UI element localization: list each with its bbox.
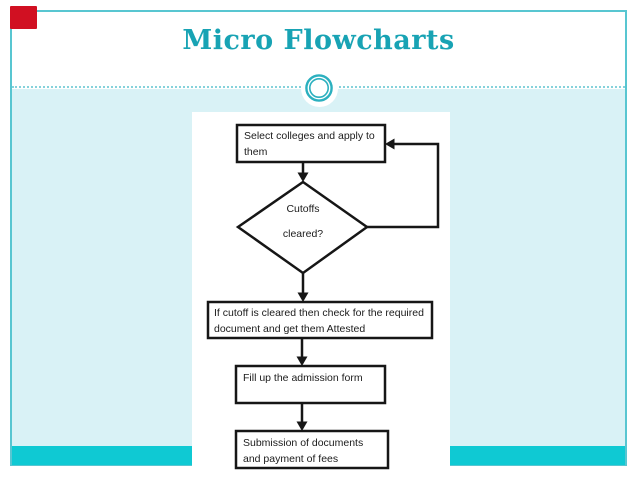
arrowhead-down-2 [297,292,309,302]
node4-label: Submission of documents and payment of f… [243,437,364,466]
node1-label: Select colleges and apply to them [244,130,375,159]
flow-loopback-line [367,142,440,229]
ring-ornament-icon [305,74,333,102]
slide-title: Micro Flowcharts [182,25,455,56]
process-box-select-colleges [235,123,387,164]
decision-label-line1: Cutoffs [286,203,320,215]
red-corner-marker [10,6,37,29]
flowchart-canvas [206,123,440,470]
process-box-submission [234,429,390,470]
node2-label: If cutoff is cleared then check for the … [214,307,424,336]
arrowhead-down-1 [297,172,309,182]
arrowhead-left-loop [385,138,395,150]
arrowhead-down-4 [296,421,308,431]
flowchart-panel: Select colleges and apply to them Cutoff… [192,112,450,478]
node3-label: Fill up the admission form [243,372,363,384]
process-box-admission-form [234,364,387,405]
process-box-check-documents [206,300,434,340]
decision-label-line2: cleared? [282,228,324,240]
arrowhead-down-3 [296,356,308,366]
